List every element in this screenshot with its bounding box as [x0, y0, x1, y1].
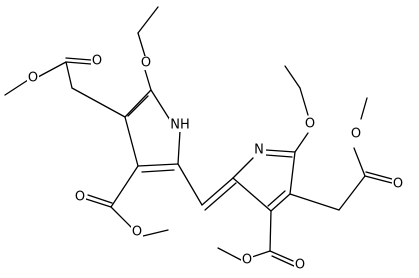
- bond: [338, 175, 366, 211]
- bond: [65, 61, 92, 65]
- oxygen-atom: O: [242, 253, 252, 268]
- bond: [271, 255, 295, 267]
- oxygen-atom: O: [305, 117, 315, 132]
- bond: [270, 193, 291, 212]
- bond: [65, 57, 92, 61]
- bond: [177, 163, 203, 206]
- bond: [141, 169, 175, 173]
- bond: [360, 97, 368, 120]
- bond: [137, 163, 179, 167]
- bond: [232, 177, 272, 212]
- bond: [71, 87, 126, 118]
- bond: [251, 250, 271, 258]
- oxygen-atom: O: [351, 127, 361, 142]
- right-carboxylate-group: [217, 210, 295, 267]
- right-ester-sidechain: [289, 97, 393, 211]
- bond: [124, 89, 152, 118]
- bond: [284, 65, 301, 89]
- bond: [4, 79, 29, 96]
- left-carboxylate-group: [85, 165, 169, 237]
- bond: [299, 87, 309, 116]
- bond: [265, 154, 293, 158]
- methine-bridge: [177, 163, 237, 211]
- left-ester-sidechain: [4, 57, 126, 118]
- bond: [142, 229, 169, 237]
- bond: [289, 193, 340, 211]
- bond: [353, 147, 366, 177]
- bond: [127, 95, 149, 117]
- oxygen-atom: O: [75, 190, 85, 205]
- bond: [204, 182, 237, 211]
- oxygen-atom: O: [393, 177, 403, 192]
- bond: [365, 171, 393, 180]
- bond: [87, 194, 113, 204]
- bond: [137, 32, 146, 57]
- bond: [201, 177, 234, 206]
- bond: [232, 157, 254, 179]
- oxygen-atom: O: [295, 258, 305, 273]
- oxygen-atom: O: [141, 56, 151, 71]
- bond: [110, 165, 139, 208]
- bond: [364, 175, 393, 184]
- left-ethoxy-group: [137, 6, 159, 91]
- bond: [110, 206, 132, 228]
- right-ethoxy-group: [284, 65, 309, 153]
- bond: [137, 6, 159, 34]
- bond: [269, 210, 272, 252]
- left-pyrrole-ring: [124, 89, 181, 173]
- oxygen-atom: O: [28, 71, 38, 86]
- bond: [37, 61, 67, 78]
- bond: [269, 250, 294, 262]
- right-pyrrole-ring: [232, 149, 296, 212]
- bond: [124, 116, 139, 167]
- nitrogen-atom: N: [254, 143, 264, 158]
- bond: [267, 190, 286, 207]
- bond: [85, 198, 112, 208]
- bond: [265, 149, 296, 153]
- oxygen-atom: O: [132, 225, 142, 240]
- bond: [150, 89, 171, 121]
- bond: [177, 130, 181, 165]
- nh-group: NH: [170, 118, 190, 133]
- oxygen-atom: O: [92, 54, 102, 69]
- bond: [289, 151, 296, 195]
- bond: [294, 132, 309, 153]
- bond: [144, 69, 152, 91]
- atom-labels: O O O NH O O N O O O O O: [27, 54, 404, 273]
- bond: [65, 61, 73, 89]
- bond: [217, 247, 242, 261]
